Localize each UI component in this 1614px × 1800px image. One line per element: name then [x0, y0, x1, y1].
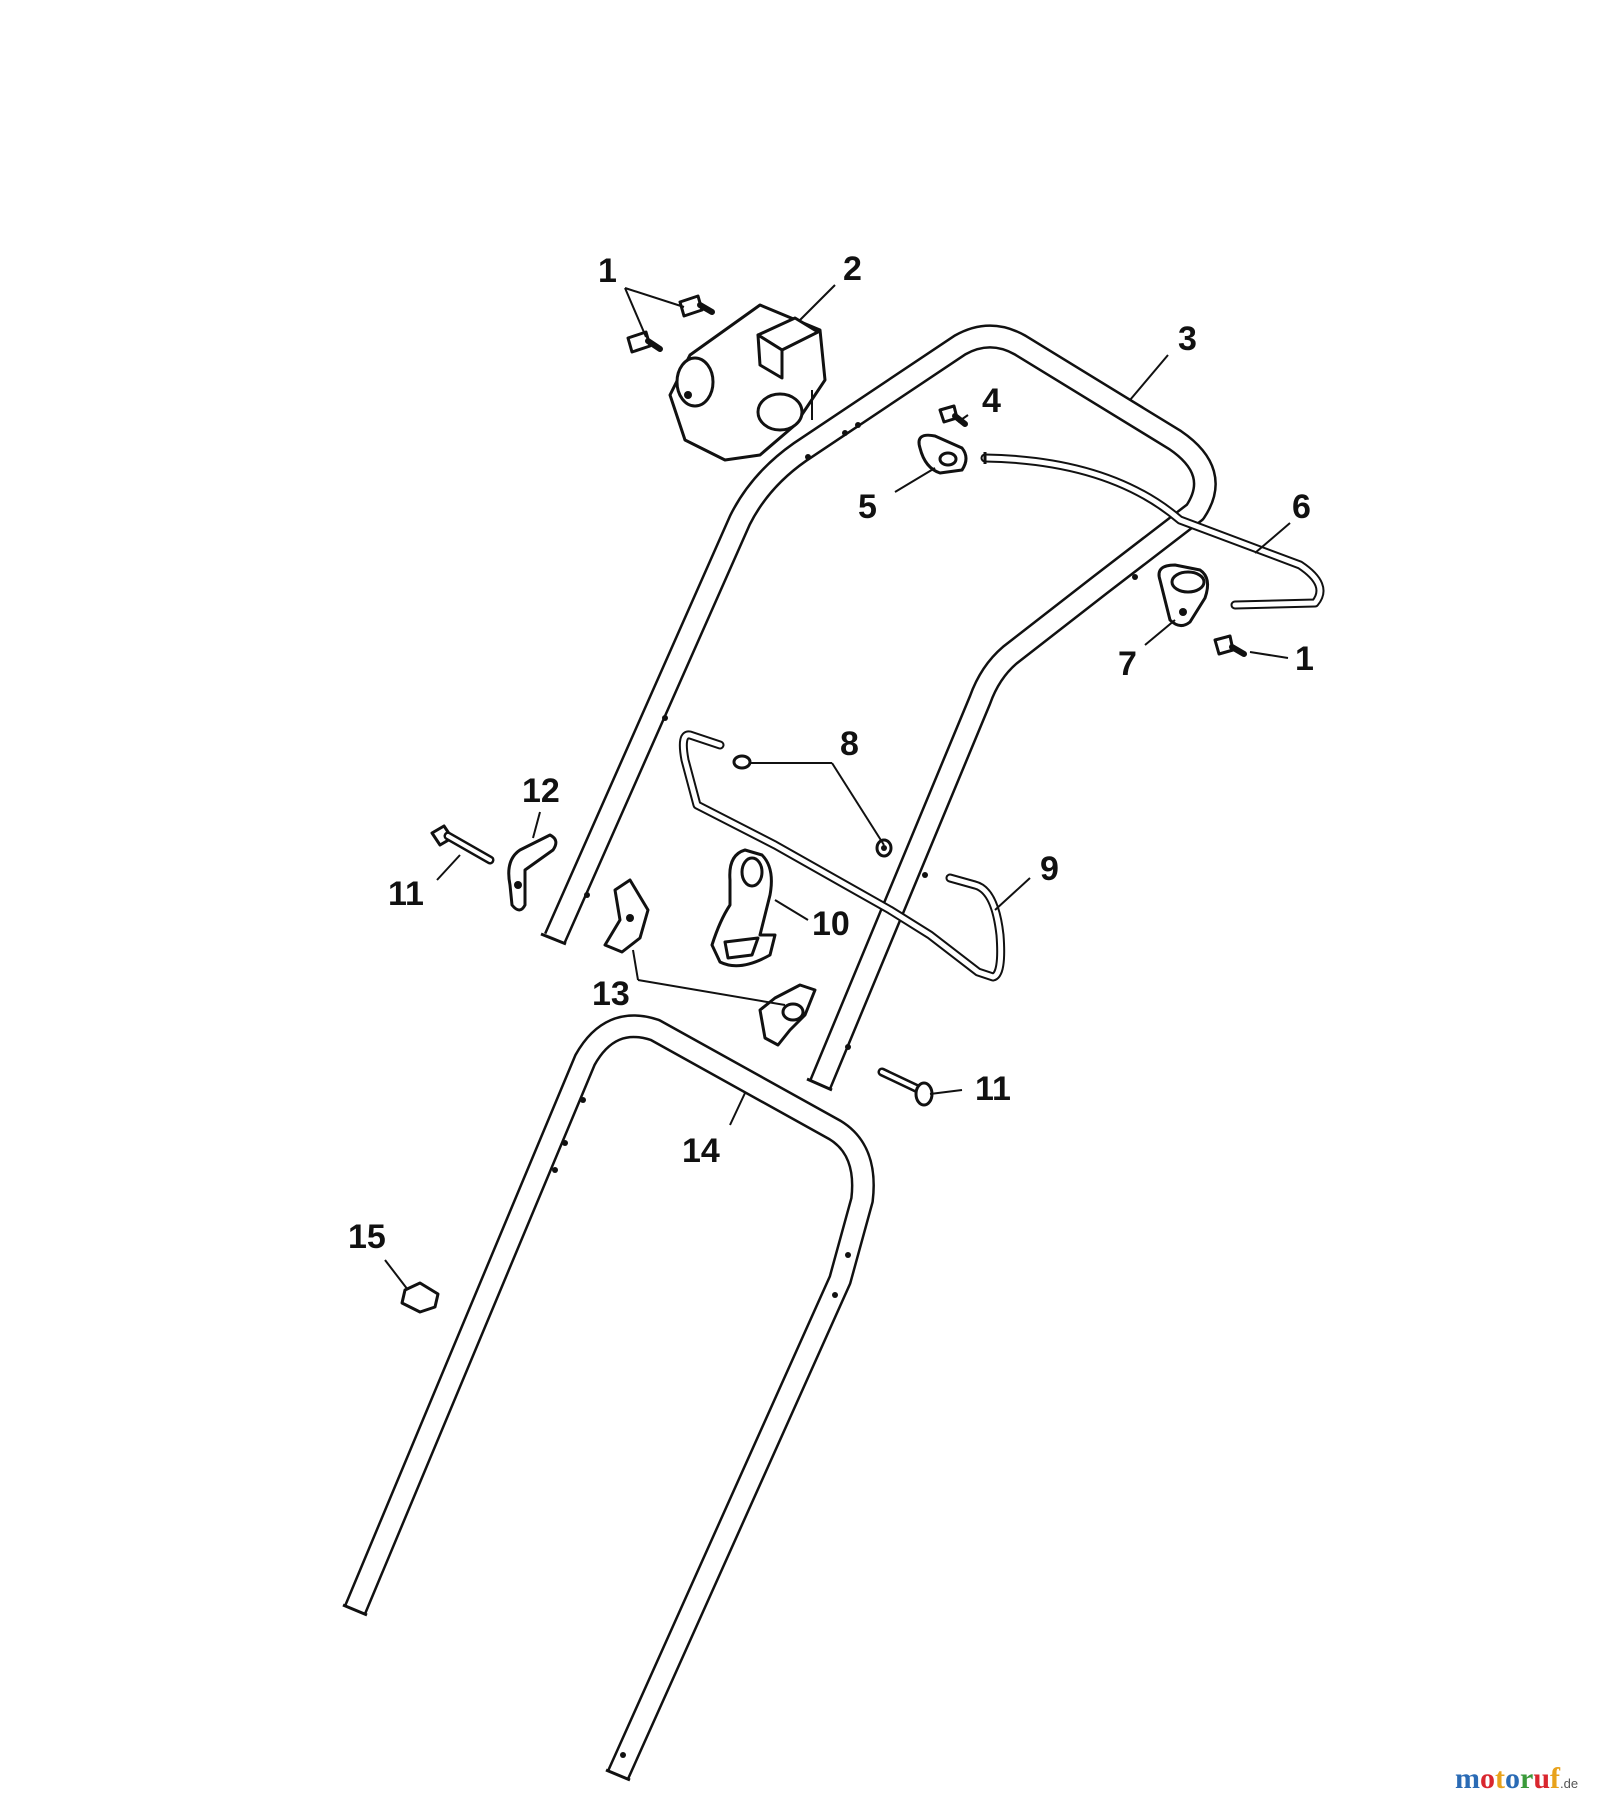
callout-1-right: 1 [1295, 640, 1314, 678]
cable-clamp-part-7 [1157, 563, 1210, 627]
upper-handle-tube [540, 324, 1217, 1092]
leader-lines [384, 284, 1291, 1291]
callout-11-left: 11 [388, 875, 424, 913]
callout-4: 4 [982, 382, 1001, 420]
wing-knob-part-13-a [603, 878, 650, 954]
callout-10: 10 [812, 905, 850, 943]
screw-part-4 [938, 404, 968, 427]
callout-14: 14 [682, 1132, 720, 1170]
spring-clip-part-12 [507, 833, 558, 912]
cable-bracket-housing [668, 303, 827, 462]
control-rod [678, 730, 1006, 982]
callout-13: 13 [592, 975, 630, 1013]
callout-11-right: 11 [975, 1070, 1011, 1108]
ring-part-8-a [732, 754, 752, 770]
screw-top-a [678, 294, 715, 318]
cable-guide-part-10 [710, 848, 777, 968]
callout-9: 9 [1040, 850, 1059, 888]
watermark-letter: o [1505, 1762, 1520, 1795]
callout-15: 15 [348, 1218, 386, 1256]
ring-part-8-b [875, 838, 893, 858]
watermark-letter: r [1520, 1762, 1533, 1795]
watermark-letter: t [1495, 1762, 1505, 1795]
control-cable [980, 452, 1325, 610]
callout-12: 12 [522, 772, 560, 810]
watermark-logo: motoruf.de [1455, 1762, 1578, 1795]
cable-clip-part-5 [917, 433, 968, 475]
watermark-letter: m [1455, 1762, 1480, 1795]
bolt-part-11-left [430, 824, 495, 865]
watermark-letter: f [1550, 1762, 1561, 1795]
watermark-letter: u [1533, 1762, 1550, 1795]
callout-7: 7 [1118, 645, 1137, 683]
bolt-part-11-right [877, 1067, 934, 1107]
screw-top-b [626, 330, 663, 354]
callout-8: 8 [840, 725, 859, 763]
callout-2: 2 [843, 250, 862, 288]
wing-knob-part-13-b [758, 983, 817, 1047]
callout-labels: 1 2 3 4 5 6 7 1 8 12 9 11 10 13 11 14 15 [348, 250, 1314, 1256]
screw-right [1213, 634, 1247, 657]
callout-1-top: 1 [598, 252, 617, 290]
nut-part-15 [400, 1281, 440, 1314]
callout-6: 6 [1292, 488, 1311, 526]
watermark-letter: o [1480, 1762, 1495, 1795]
lower-handle-tube [342, 1014, 875, 1782]
callout-3: 3 [1178, 320, 1197, 358]
callout-5: 5 [858, 488, 877, 526]
